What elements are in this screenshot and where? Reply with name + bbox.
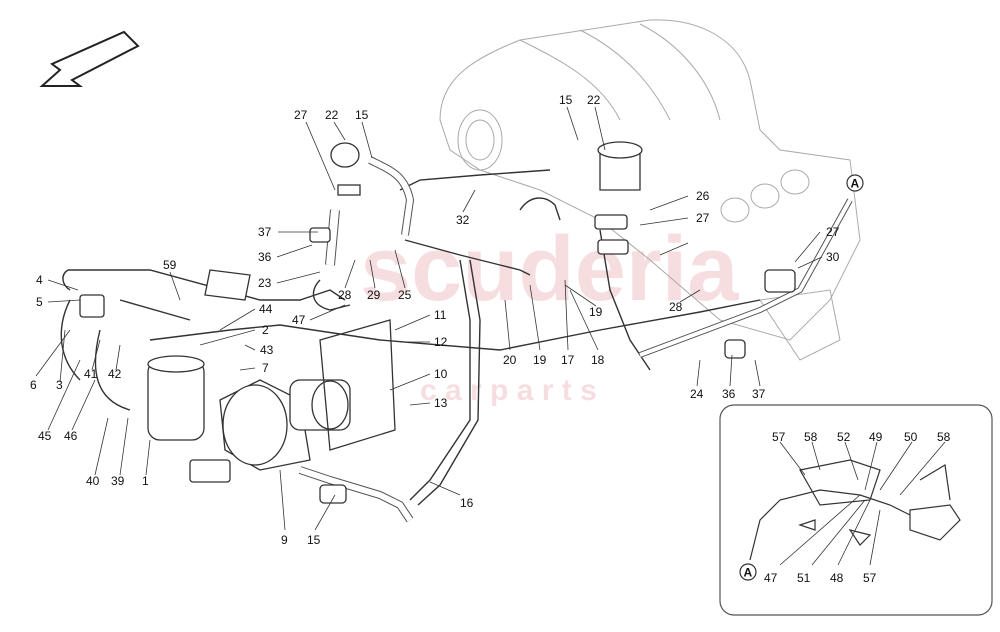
callout-label: 17 [561, 353, 575, 367]
callout-label: 6 [30, 378, 37, 392]
callout-label: 13 [434, 396, 448, 410]
callout-label: 9 [281, 533, 288, 547]
callout-label: 22 [587, 93, 601, 107]
leader-lines [35, 106, 946, 566]
inset-detail: A [719, 404, 993, 616]
callout-label: 58 [804, 430, 818, 444]
callout-label: 29 [367, 288, 381, 302]
callout-label: 12 [434, 335, 448, 349]
callout-label: 42 [108, 367, 122, 381]
connector-a-marker: A [846, 174, 864, 192]
callout-label: 11 [434, 308, 447, 322]
callout-label: 3 [56, 378, 63, 392]
callout-label: 58 [937, 430, 951, 444]
callout-label: 37 [752, 387, 766, 401]
callout-label: 2 [262, 323, 269, 337]
connector-a-text: A [851, 177, 860, 191]
callout-label: 40 [86, 474, 100, 488]
callout-label: 51 [797, 571, 811, 585]
callout-label: 26 [696, 189, 710, 203]
callout-label: 25 [398, 288, 412, 302]
callout-label: 18 [591, 353, 605, 367]
callout-label: 10 [434, 367, 448, 381]
watermark: scuderia c a r p a r t s [360, 218, 739, 407]
callout-label: 22 [325, 108, 339, 122]
callout-label: 47 [764, 571, 778, 585]
callout-label: 59 [163, 258, 177, 272]
callout-label: 19 [589, 305, 603, 319]
callout-labels: 27 22 15 15 22 37 36 23 28 29 25 32 26 2… [30, 93, 951, 585]
callout-label: 48 [830, 571, 844, 585]
callout-label: 7 [262, 361, 269, 375]
callout-label: 20 [503, 353, 517, 367]
callout-label: 27 [826, 225, 840, 239]
callout-label: 43 [260, 343, 274, 357]
callout-label: 15 [559, 93, 573, 107]
callout-label: 16 [460, 496, 474, 510]
callout-label: 41 [84, 367, 98, 381]
callout-label: 36 [258, 250, 272, 264]
callout-label: 30 [826, 250, 840, 264]
callout-label: 44 [259, 302, 273, 316]
callout-label: 28 [338, 288, 352, 302]
inset-connector-a-text: A [744, 566, 753, 580]
callout-label: 5 [36, 295, 43, 309]
callout-label: 24 [690, 387, 704, 401]
watermark-sub: c a r p a r t s [420, 374, 597, 407]
callout-label: 23 [258, 276, 272, 290]
callout-label: 57 [863, 571, 877, 585]
callout-label: 49 [869, 430, 883, 444]
callout-label: 37 [258, 225, 272, 239]
engine-block [439, 19, 861, 361]
air-pump-assembly [79, 141, 796, 504]
callout-label: 36 [722, 387, 736, 401]
callout-label: 57 [772, 430, 786, 444]
callout-label: 32 [456, 213, 470, 227]
callout-label: 27 [294, 108, 308, 122]
callout-label: 15 [355, 108, 369, 122]
watermark-brand: scuderia [360, 218, 739, 320]
callout-label: 19 [533, 353, 547, 367]
hose-network [60, 156, 853, 523]
callout-label: 27 [696, 211, 710, 225]
callout-label: 52 [837, 430, 851, 444]
callout-label: 45 [38, 429, 52, 443]
callout-label: 28 [669, 300, 683, 314]
callout-label: 46 [64, 429, 78, 443]
callout-label: 50 [904, 430, 918, 444]
callout-label: 1 [142, 474, 149, 488]
callout-label: 15 [307, 533, 321, 547]
direction-arrow-icon [39, 30, 140, 87]
callout-label: 39 [111, 474, 125, 488]
callout-label: 47 [292, 313, 306, 327]
callout-label: 4 [36, 273, 43, 287]
